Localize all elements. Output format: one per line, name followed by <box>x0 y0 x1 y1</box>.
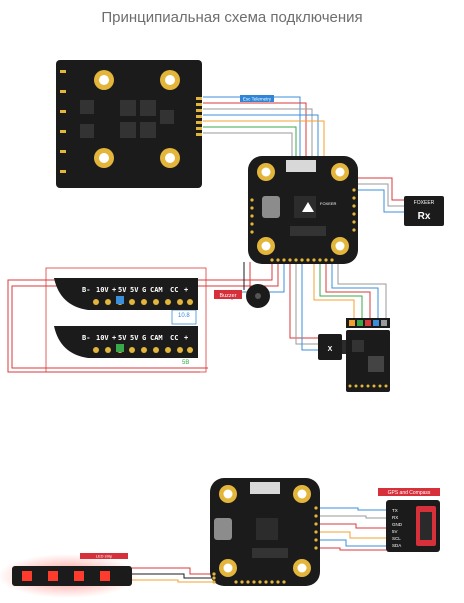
wires-bottom <box>132 507 386 583</box>
gps-pin-1: RX <box>392 515 398 520</box>
vtx1-pad-5: G <box>142 286 146 294</box>
gps-label: GPS and Compass <box>388 490 431 496</box>
vtx1-pad-3: 5V <box>118 286 127 294</box>
esc-board <box>56 60 202 188</box>
vtx2-pad-1: 10V <box>96 334 109 342</box>
vtx2-pad-2: + <box>112 334 116 342</box>
vtx1-pad-8: + <box>184 286 188 294</box>
vtx2-pad-3: 5V <box>118 334 127 342</box>
vtx1-pad-2: + <box>112 286 116 294</box>
vtx2-pad-8: + <box>184 334 188 342</box>
fc-board-bottom <box>210 478 320 586</box>
vtx2-pad-5: G <box>142 334 146 342</box>
esc-telemetry-badge <box>240 95 274 102</box>
vtx2-pad-6: CAM <box>150 334 163 342</box>
diagram-title: Принципиальная схема подключения <box>101 9 363 26</box>
vtx-board-1 <box>54 278 198 310</box>
vtx1-version: 10.8 <box>178 313 190 319</box>
vtx1-pad-1: 10V <box>96 286 109 294</box>
vtx2-pad-4: 5V <box>130 334 139 342</box>
gps-badge <box>378 488 440 496</box>
vtx1-pad-0: B- <box>82 286 90 294</box>
buzzer-label: Buzzer <box>219 293 236 299</box>
vtx2-pad-7: CC <box>170 334 178 342</box>
gps-pin-3: 5V <box>392 529 398 534</box>
gps-pin-5: SDA <box>392 543 401 548</box>
camera: X <box>318 334 350 360</box>
vtx1-pad-7: CC <box>170 286 178 294</box>
ledstrip-badge <box>80 553 128 559</box>
receiver-brand: FOXEER <box>414 200 435 206</box>
fc-brand-label: FOXEER <box>320 201 337 206</box>
receiver: FOXEER Rx <box>404 196 444 226</box>
led-strip <box>0 554 138 598</box>
camera-mark: X <box>328 346 333 353</box>
vtx-module <box>346 318 390 392</box>
receiver-label: Rx <box>418 211 431 222</box>
vtx1-pad-6: CAM <box>150 286 163 294</box>
vtx-group-box <box>45 267 207 373</box>
vtx2-pad-0: B- <box>82 334 90 342</box>
ledstrip-label: LED strip <box>96 554 113 559</box>
gps-module <box>386 500 440 552</box>
fc-board-top: FOXEER <box>248 156 358 264</box>
vtx2-version: 5B <box>182 360 189 366</box>
vtx-board-2 <box>54 326 198 358</box>
vtx1-pad-4: 5V <box>130 286 139 294</box>
gps-pin-2: GND <box>392 522 403 527</box>
buzzer-badge <box>214 290 242 299</box>
buzzer <box>246 284 270 308</box>
esc-telemetry-label: Esc Telemetry <box>243 97 272 102</box>
gps-pin-4: SCL <box>392 536 401 541</box>
gps-pin-0: TX <box>392 508 398 513</box>
